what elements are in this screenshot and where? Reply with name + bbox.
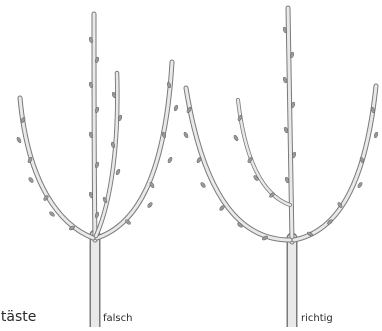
scaffold-left-falsch bbox=[20, 98, 93, 238]
side-shoot-richtig bbox=[238, 100, 290, 205]
cut-off-caption: itäste bbox=[0, 309, 36, 325]
tree-richtig bbox=[183, 8, 378, 327]
label-richtig: richtig bbox=[301, 313, 333, 324]
buds-falsch bbox=[16, 37, 178, 231]
label-falsch: falsch bbox=[103, 313, 132, 324]
tree-falsch bbox=[16, 14, 178, 327]
buds-richtig bbox=[183, 27, 378, 241]
